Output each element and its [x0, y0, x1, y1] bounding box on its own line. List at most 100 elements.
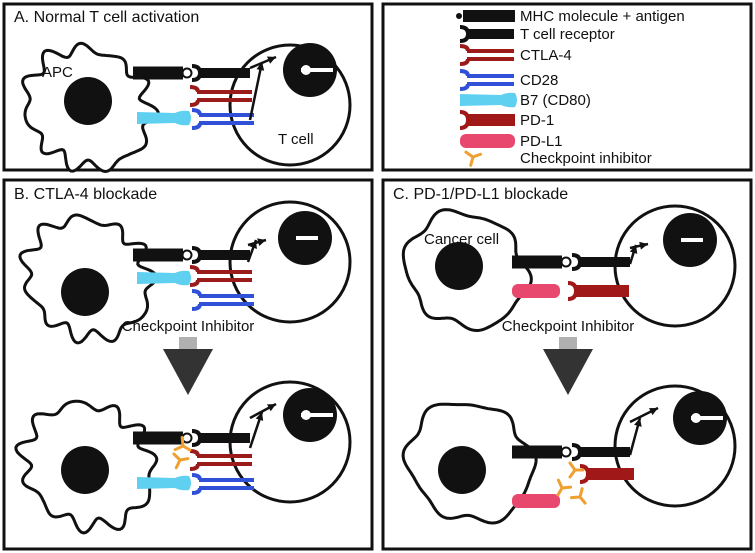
tcr-stem: [578, 447, 630, 457]
pd-l1: [512, 494, 560, 508]
legend-label: T cell receptor: [520, 26, 615, 43]
arrow-label-b: Checkpoint Inhibitor: [122, 318, 255, 335]
fork-arms: [189, 265, 200, 287]
legend-label: CTLA-4: [520, 47, 572, 64]
chain-2: [199, 121, 254, 125]
arrow-head: [649, 408, 658, 416]
ctla-4: [189, 85, 252, 107]
pd-l1: [460, 134, 515, 148]
pd-1: [567, 281, 629, 301]
legend-ctla4-icon: [459, 44, 514, 66]
gene-promoter: [301, 410, 311, 420]
t-cell-receptor: [191, 429, 250, 447]
legend-label: Checkpoint inhibitor: [520, 150, 652, 167]
gene-bar: [301, 68, 333, 72]
fork-arms: [191, 473, 202, 495]
tcr-stem: [198, 433, 250, 443]
tcr-stem: [578, 257, 630, 267]
fork-arms: [459, 44, 470, 66]
gene-bar: [301, 413, 333, 417]
nucleus: [438, 446, 486, 494]
panel-c-title: C. PD-1/PD-L1 blockade: [393, 186, 568, 203]
mhc-antigen: [133, 66, 193, 80]
t-cell-receptor: [459, 25, 514, 43]
gene-transcription-icon: [301, 65, 333, 75]
legend-inhibitor-icon: [464, 150, 483, 167]
tcr-stem: [466, 29, 514, 39]
inhibitor-y: [556, 478, 573, 497]
activation-arrow: [249, 402, 277, 420]
pd1-stem: [466, 114, 515, 126]
mhc-molecule: [133, 248, 183, 262]
inhibitor-y: [172, 452, 190, 470]
arrow-head: [256, 62, 265, 71]
arrow-head: [634, 418, 642, 427]
b7-cd80: [137, 110, 191, 126]
gene-bar: [681, 238, 703, 242]
b7-shape: [460, 92, 517, 108]
cd28: [191, 108, 254, 130]
activation-arrow: [628, 417, 642, 456]
checkpoint-inhibitor: [568, 461, 585, 479]
t-cell-receptor: [571, 443, 630, 461]
mhc-antigen: [133, 248, 193, 262]
nucleus: [435, 242, 483, 290]
antigen: [181, 249, 193, 261]
panel-c-frame: [381, 178, 753, 551]
chain-1: [197, 270, 252, 274]
antigen: [560, 446, 572, 458]
pd1-stem: [586, 468, 634, 480]
activation-arrow: [248, 61, 265, 121]
down-arrow-c: [543, 337, 593, 395]
chain-2: [467, 82, 514, 86]
chain-2: [199, 302, 254, 306]
legend-label: MHC molecule + antigen: [520, 8, 685, 25]
mhc-molecule: [133, 431, 183, 445]
pd-l1: [512, 284, 560, 298]
pd-1: [459, 110, 515, 130]
arrow-stem: [559, 337, 577, 349]
b7-cd80: [137, 270, 191, 286]
chain-1: [467, 74, 514, 78]
fork-arms: [459, 69, 470, 91]
gene-transcription-icon: [301, 410, 333, 420]
mhc-molecule: [133, 66, 183, 80]
mhc-molecule: [512, 445, 562, 459]
chain-1: [197, 90, 252, 94]
arrow-shaft: [248, 61, 264, 121]
ctla-4: [189, 265, 252, 287]
inhibitor-y: [568, 461, 585, 479]
cd28: [191, 473, 254, 495]
gene-bar: [691, 416, 723, 420]
activation-arrow: [247, 238, 267, 247]
pd1-stem: [574, 285, 629, 297]
cancer-cell-label: Cancer cell: [424, 231, 499, 248]
down-arrow-b: [163, 337, 213, 395]
pd-1: [579, 464, 634, 484]
antigen: [181, 67, 193, 79]
inhibitor-y: [173, 435, 192, 452]
arrow-head: [543, 349, 593, 395]
chain-2: [197, 462, 252, 466]
arrow-head: [267, 56, 276, 64]
arrow-label-c: Checkpoint Inhibitor: [502, 318, 635, 335]
arrow-head: [257, 238, 266, 246]
nucleus: [61, 446, 109, 494]
chain-1: [199, 113, 254, 117]
checkpoint-inhibitor: [172, 452, 190, 470]
checkpoint-inhibitor: [556, 478, 573, 497]
chain-1: [199, 294, 254, 298]
chain-1: [197, 454, 252, 458]
gene-promoter: [301, 65, 311, 75]
b7-cd80: [137, 475, 191, 491]
chain-2: [197, 98, 252, 102]
mhc-antigen: [512, 445, 572, 459]
panel-b-frame: [2, 178, 374, 551]
panel-a-frame: [2, 2, 374, 172]
mhc-antigen: [512, 255, 572, 269]
arrow-head: [163, 349, 213, 395]
arrow-head: [639, 241, 648, 250]
cd28: [191, 289, 254, 311]
inhibitor-y: [464, 150, 483, 167]
